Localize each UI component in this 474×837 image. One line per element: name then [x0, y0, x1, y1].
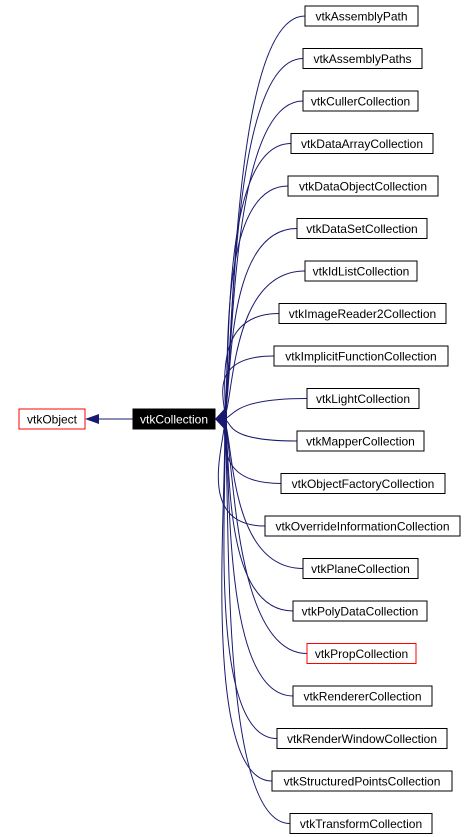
node-vtkimagereader2collection[interactable]: vtkImageReader2Collection — [278, 303, 447, 324]
node-vtkmappercollection-box — [296, 430, 425, 452]
edge-vtkpolydatacollection — [221, 418, 294, 612]
node-vtkrenderwindowcollection[interactable]: vtkRenderWindowCollection — [276, 728, 448, 749]
node-vtkcollection-label: vtkCollection — [140, 413, 208, 427]
node-vtkdataobjectcollection[interactable]: vtkDataObjectCollection — [287, 175, 439, 197]
node-vtkdataarraycollection-box — [290, 133, 434, 154]
node-vtkstructuredpointscollection-box — [271, 770, 453, 792]
node-vtktransformcollection-box — [289, 813, 433, 834]
node-vtklightcollection-box — [306, 388, 420, 409]
node-vtkobjectfactorycollection-box — [280, 473, 446, 494]
arrowhead — [215, 406, 227, 419]
node-vtkdataobjectcollection-box — [287, 175, 439, 197]
node-vtkstructuredpointscollection[interactable]: vtkStructuredPointsCollection — [271, 770, 453, 792]
node-vtkdataarraycollection[interactable]: vtkDataArrayCollection — [290, 133, 434, 154]
node-vtkdataobjectcollection-label: vtkDataObjectCollection — [299, 180, 427, 194]
node-vtkrenderercollection-label: vtkRendererCollection — [303, 690, 421, 704]
node-vtkplanecollection[interactable]: vtkPlaneCollection — [302, 558, 419, 579]
edge-vtkmappercollection — [221, 418, 298, 442]
node-vtkoverrideinformationcollection[interactable]: vtkOverrideInformationCollection — [264, 515, 461, 537]
node-vtkplanecollection-box — [302, 558, 419, 579]
node-vtkobjectfactorycollection[interactable]: vtkObjectFactoryCollection — [280, 473, 446, 494]
edge-vtkrenderercollection — [221, 418, 294, 697]
edge-vtktransformcollection — [221, 418, 291, 824]
node-vtkcollection[interactable]: vtkCollection — [132, 408, 216, 430]
node-vtkassemblypath[interactable]: vtkAssemblyPath — [304, 5, 419, 27]
node-vtkplanecollection-label: vtkPlaneCollection — [311, 562, 410, 576]
node-vtktransformcollection-label: vtkTransformCollection — [300, 817, 422, 831]
node-vtkdataarraycollection-label: vtkDataArrayCollection — [301, 137, 423, 151]
node-vtkobject-box — [18, 408, 86, 430]
node-vtkobject-label: vtkObject — [27, 413, 78, 427]
node-vtkidlistcollection-box — [304, 260, 418, 282]
node-vtkimagereader2collection-label: vtkImageReader2Collection — [289, 307, 436, 321]
node-vtkassemblypath-box — [304, 5, 419, 27]
node-vtkassemblypath-label: vtkAssemblyPath — [315, 10, 407, 24]
node-vtkdatasetcollection-label: vtkDataSetCollection — [306, 222, 417, 236]
edge-vtkobjectfactorycollection — [221, 418, 282, 484]
node-vtkpropcollection[interactable]: vtkPropCollection — [306, 643, 417, 664]
node-vtkrenderwindowcollection-label: vtkRenderWindowCollection — [287, 732, 437, 746]
node-vtkimplicitfunctioncollection-label: vtkImplicitFunctionCollection — [285, 350, 436, 364]
node-vtkdatasetcollection[interactable]: vtkDataSetCollection — [296, 218, 428, 239]
node-vtkimagereader2collection-box — [278, 303, 447, 324]
node-vtkpolydatacollection-box — [292, 600, 428, 622]
node-vtkcollection-box — [132, 408, 216, 430]
node-vtkstructuredpointscollection-label: vtkStructuredPointsCollection — [284, 775, 441, 789]
node-vtkrenderwindowcollection-box — [276, 728, 448, 749]
node-vtkpolydatacollection-label: vtkPolyDataCollection — [302, 605, 419, 619]
edge-vtklightcollection — [221, 398, 308, 420]
node-vtkassemblypaths[interactable]: vtkAssemblyPaths — [302, 48, 423, 69]
node-vtkoverrideinformationcollection-box — [264, 515, 461, 537]
node-vtkobject[interactable]: vtkObject — [18, 408, 86, 430]
node-vtklightcollection-label: vtkLightCollection — [316, 392, 410, 406]
node-vtkcullercollection-box — [302, 90, 419, 112]
node-vtkoverrideinformationcollection-label: vtkOverrideInformationCollection — [275, 520, 449, 534]
node-vtkpropcollection-box — [306, 643, 417, 664]
node-vtkassemblypaths-label: vtkAssemblyPaths — [313, 52, 411, 66]
edges-layer — [85, 15, 308, 824]
node-vtkrenderercollection-box — [292, 685, 433, 707]
node-vtkimplicitfunctioncollection-box — [273, 345, 449, 367]
node-vtkidlistcollection[interactable]: vtkIdListCollection — [304, 260, 418, 282]
node-vtkobjectfactorycollection-label: vtkObjectFactoryCollection — [292, 477, 435, 491]
node-vtkdatasetcollection-box — [296, 218, 428, 239]
child-nodes: vtkAssemblyPath vtkAssemblyPaths vtkCuller… — [264, 5, 461, 834]
edge-vtkstructuredpointscollection — [221, 418, 273, 782]
node-vtktransformcollection[interactable]: vtkTransformCollection — [289, 813, 433, 834]
arrowhead-vtkobject — [85, 414, 99, 424]
node-vtklightcollection[interactable]: vtkLightCollection — [306, 388, 420, 409]
node-vtkpolydatacollection[interactable]: vtkPolyDataCollection — [292, 600, 428, 622]
node-vtkrenderercollection[interactable]: vtkRendererCollection — [292, 685, 433, 707]
node-vtkmappercollection[interactable]: vtkMapperCollection — [296, 430, 425, 452]
node-vtkmappercollection-label: vtkMapperCollection — [306, 435, 415, 449]
node-vtkassemblypaths-box — [302, 48, 423, 69]
node-vtkcullercollection[interactable]: vtkCullerCollection — [302, 90, 419, 112]
node-vtkpropcollection-label: vtkPropCollection — [315, 647, 408, 661]
node-vtkidlistcollection-label: vtkIdListCollection — [313, 265, 410, 279]
node-vtkcullercollection-label: vtkCullerCollection — [311, 95, 410, 109]
arrowhead — [215, 419, 227, 432]
node-vtkimplicitfunctioncollection[interactable]: vtkImplicitFunctionCollection — [273, 345, 449, 367]
